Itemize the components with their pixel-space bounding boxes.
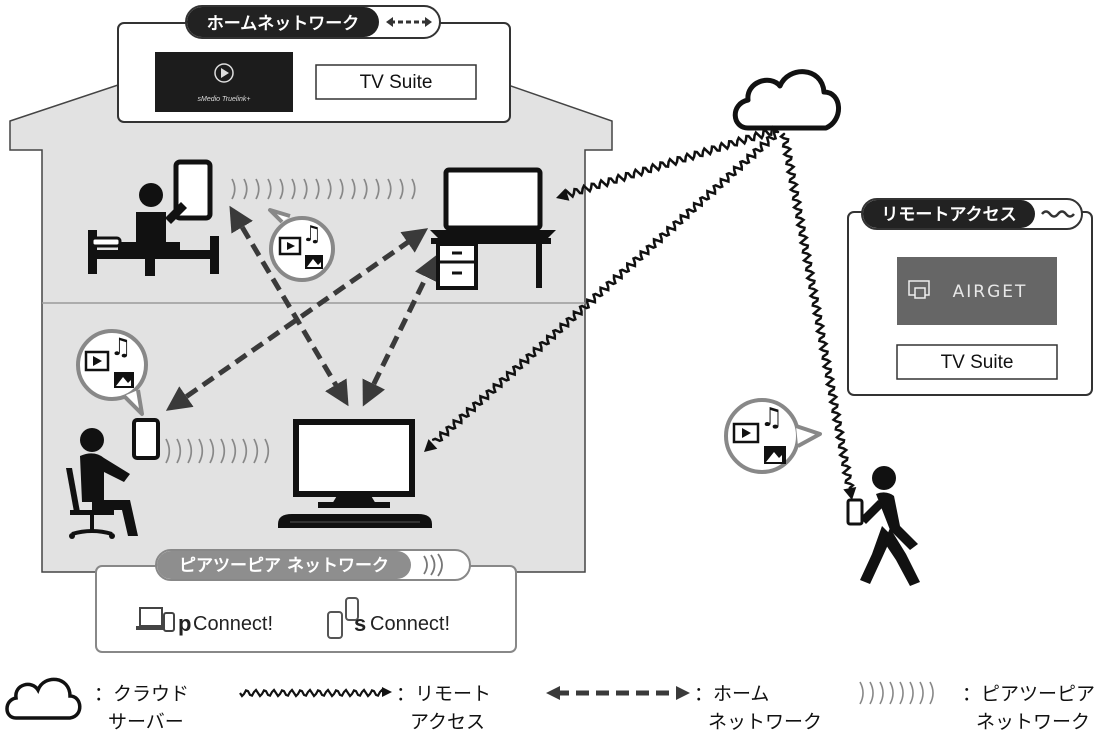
home-network-links: [165, 205, 438, 411]
p2p-waves-top: [231, 178, 416, 200]
pc-icon: [139, 607, 163, 627]
signal-arc: [929, 681, 934, 705]
signal-arc: [327, 178, 332, 200]
signal-arc: [879, 681, 884, 705]
sconnect-name: Connect!: [370, 613, 450, 635]
signal-arc: [267, 178, 272, 200]
signal-arc: [198, 438, 204, 464]
airget-logo-text: AIRGET: [953, 282, 1028, 302]
cloud-icon: [5, 677, 82, 720]
media-bubble-right: ♫: [724, 398, 822, 474]
legend-home: ：ホーム ネットワーク: [546, 683, 822, 733]
phone-icon: [132, 418, 160, 460]
signal-arc: [339, 178, 344, 200]
signal-arc: [303, 178, 308, 200]
signal-arc: [231, 178, 236, 200]
signal-arc: [375, 178, 380, 200]
legend-p2p-line1: ：ピアツーピア: [962, 683, 1095, 705]
laptop-desk-icon: [430, 167, 556, 290]
signal-arc: [859, 681, 864, 705]
phone-icon: [345, 597, 359, 621]
music-icon: ♫: [760, 403, 783, 433]
pconnect-name: Connect!: [193, 613, 273, 635]
legend: ：クラウド サーバー ：リモート アクセス ：ホーム ネットワーク ：ピアツーピ…: [5, 677, 1095, 733]
person-chair-phone-icon: [66, 418, 160, 539]
signal-arc: [919, 681, 924, 705]
legend-remote: ：リモート アクセス: [239, 683, 491, 733]
p2p-network-label: ピアツーピア ネットワーク: [179, 556, 389, 576]
p2p-waves-bottom: [165, 438, 270, 464]
p2p-network-box: ピアツーピア ネットワーク p Connect! s Connect!: [95, 549, 517, 653]
tv-suite-box-remote: [896, 344, 1058, 380]
wavy-arrow-icon: [239, 688, 385, 698]
signal-arc: [399, 178, 404, 200]
legend-p2p-line2: ネットワーク: [976, 711, 1090, 733]
legend-remote-line1: ：リモート: [396, 683, 491, 705]
signal-arc: [291, 178, 296, 200]
legend-remote-line2: アクセス: [410, 711, 485, 733]
signal-arc: [243, 178, 248, 200]
phone-icon: [327, 611, 343, 639]
sconnect-logo: s Connect!: [327, 597, 450, 639]
sconnect-prefix: s: [354, 611, 366, 636]
legend-cloud-line2: サーバー: [108, 711, 184, 733]
music-icon: ♫: [110, 333, 132, 361]
signal-arc: [315, 178, 320, 200]
remote-access-box: リモートアクセス AIRGET TV Suite: [847, 198, 1093, 396]
home-network-box: ホームネットワーク sMedio Truelink+ TV Suite: [117, 5, 511, 123]
signal-waves-icon: [423, 553, 443, 577]
signal-arc: [255, 178, 260, 200]
legend-cloud: ：クラウド サーバー: [5, 677, 189, 733]
signal-arc: [231, 438, 237, 464]
signal-arc: [187, 438, 193, 464]
signal-arc: [165, 438, 171, 464]
home-network-label: ホームネットワーク: [207, 14, 360, 34]
signal-arc: [889, 681, 894, 705]
media-bubble-left: ♫: [76, 329, 148, 416]
signal-arc: [411, 178, 416, 200]
legend-p2p: ：ピアツーピア ネットワーク: [859, 681, 1095, 733]
tv-icon: [278, 419, 432, 528]
legend-cloud-line1: ：クラウド: [94, 683, 189, 705]
home-network-arrow-icon: [386, 17, 432, 27]
signal-arc: [909, 681, 914, 705]
play-icon: [214, 63, 234, 83]
walking-person-icon: [846, 466, 920, 586]
signal-waves-icon: [859, 681, 934, 705]
media-bubble-top: ♫: [268, 208, 335, 282]
signal-arc: [220, 438, 226, 464]
signal-arc: [279, 178, 284, 200]
pconnect-prefix: p: [178, 611, 191, 636]
signal-arc: [387, 178, 392, 200]
remote-access-label: リモートアクセス: [881, 205, 1016, 225]
pconnect-logo: p Connect!: [136, 607, 273, 636]
signal-arc: [899, 681, 904, 705]
phone-icon: [163, 612, 175, 632]
music-icon: ♫: [302, 222, 322, 247]
tv-suite-box-home: [315, 64, 477, 100]
tv-suite-remote-text: TV Suite: [941, 352, 1014, 373]
smedio-truelink-logo-text: sMedio Truelink+: [198, 96, 251, 103]
signal-arc: [176, 438, 182, 464]
signal-arc: [209, 438, 215, 464]
signal-arc: [363, 178, 368, 200]
signal-arc: [264, 438, 270, 464]
legend-home-line2: ネットワーク: [708, 711, 822, 733]
signal-arc: [869, 681, 874, 705]
signal-arc: [351, 178, 356, 200]
phone-icon: [846, 498, 864, 526]
legend-home-line1: ：ホーム: [694, 683, 769, 705]
person-bed-tablet-icon: [88, 159, 219, 276]
wavy-line-icon: [1041, 210, 1075, 218]
tv-suite-home-text: TV Suite: [360, 72, 433, 93]
signal-arc: [242, 438, 248, 464]
remote-access-links: [431, 125, 855, 490]
cloud-icon: [732, 69, 841, 131]
tablet-icon: [173, 159, 213, 221]
signal-arc: [253, 438, 259, 464]
